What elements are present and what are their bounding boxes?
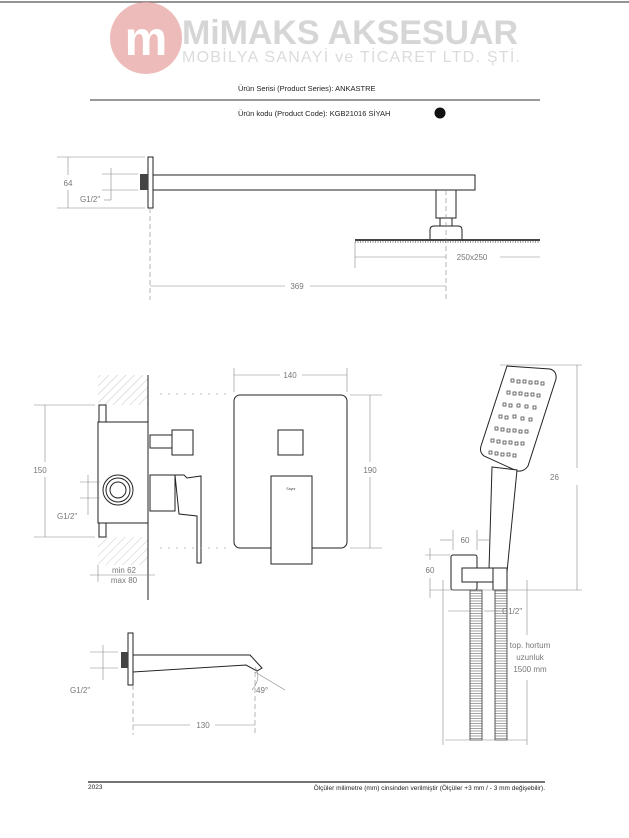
mixer-side-drawing — [34, 375, 230, 600]
mixer-depth-max: max 80 — [111, 576, 138, 585]
logo-mark: m — [125, 13, 168, 66]
product-series: Ürün Serisi (Product Series): ANKASTRE — [238, 84, 376, 93]
arm-length-dimension: 369 — [290, 282, 304, 291]
footer-year: 2023 — [88, 784, 103, 791]
color-swatch-icon — [434, 107, 446, 119]
arm-height-dimension: 64 — [64, 179, 73, 188]
hand-shower-drawing — [425, 364, 582, 745]
hand-shower-height-dimension: 26 — [550, 473, 559, 482]
hose-thread-dimension: G1/2" — [502, 607, 522, 616]
shower-arm-drawing — [57, 156, 540, 300]
mixer-brand-mark: Saynr — [286, 487, 296, 491]
footer-note: Ölçüler milimetre (mm) cinsinden verilmi… — [314, 784, 546, 792]
spout-drawing — [90, 632, 286, 735]
hose-length-label-1: top. hortum — [510, 641, 551, 650]
logo-circle-icon — [110, 2, 182, 74]
company-logo: m MiMAKS AKSESUAR MOBİLYA SANAYİ ve TİCA… — [110, 2, 520, 74]
mixer-front-drawing — [233, 368, 382, 565]
product-code: Ürün kodu (Product Code): KGB21016 SİYAH — [238, 109, 390, 118]
hose-length-label-3: 1500 mm — [513, 665, 547, 674]
logo-brand: MiMAKS AKSESUAR — [182, 14, 520, 52]
spout-thread-dimension: G1/2" — [70, 686, 90, 695]
mixer-depth-min: min 62 — [112, 566, 137, 575]
spout-angle: 49° — [256, 686, 268, 695]
arm-thread-dimension: G1/2" — [80, 195, 100, 204]
logo-subtitle: MOBİLYA SANAYİ ve TİCARET LTD. ŞTİ. — [182, 47, 520, 66]
spout-length-dimension: 130 — [196, 721, 210, 730]
mixer-height-dimension: 150 — [33, 466, 47, 475]
head-size-dimension: 250x250 — [457, 253, 488, 262]
bracket-height-dimension: 60 — [426, 566, 435, 575]
hose-length-label-2: uzunluk — [516, 653, 545, 662]
plate-height-dimension: 190 — [363, 466, 377, 475]
plate-width-dimension: 140 — [283, 371, 297, 380]
mixer-thread-dimension: G1/2" — [57, 512, 77, 521]
bracket-width-dimension: 60 — [461, 536, 470, 545]
